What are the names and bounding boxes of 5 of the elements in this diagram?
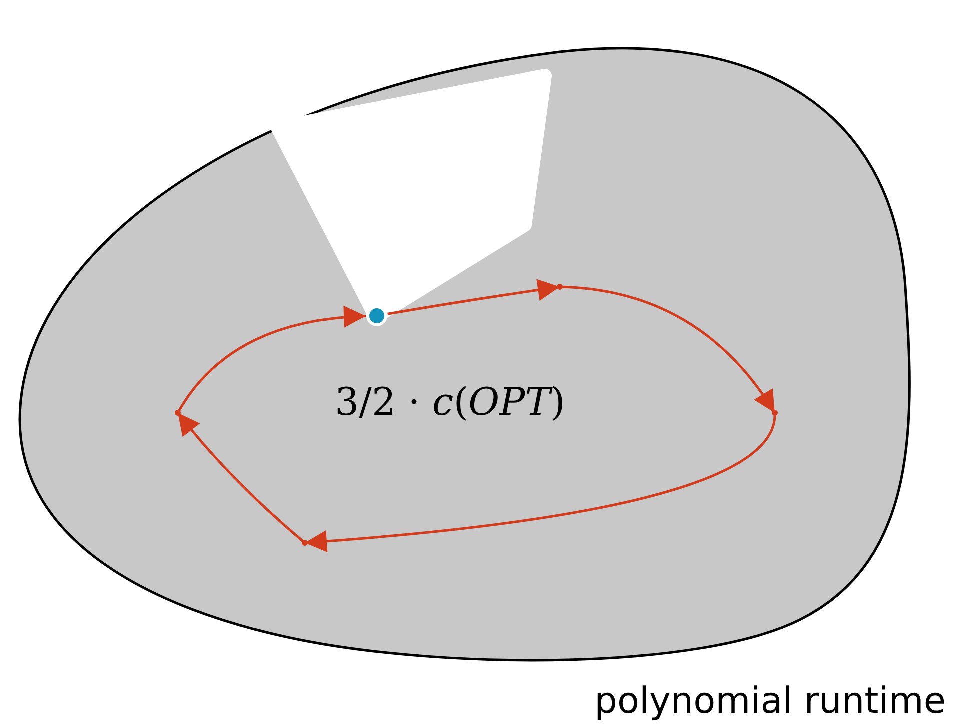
formula-label: 3/2 · c(OPT) xyxy=(335,380,566,424)
arrow xyxy=(388,279,560,316)
arrow xyxy=(176,306,366,414)
arrow xyxy=(177,412,306,544)
region-label: polynomial runtime xyxy=(594,682,946,722)
